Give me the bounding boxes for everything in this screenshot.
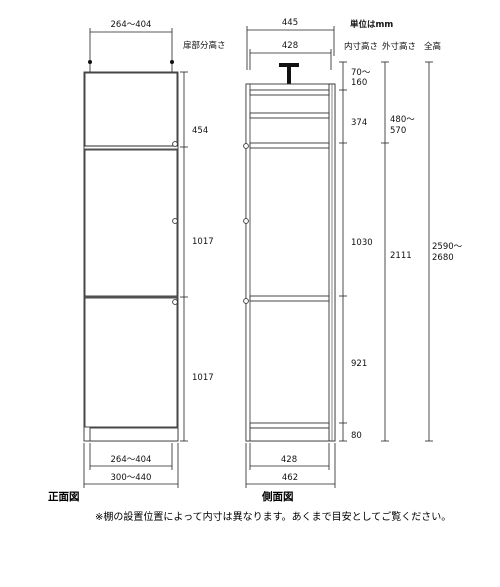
side-shelf-3	[249, 142, 330, 149]
outer-height-2: 2111	[390, 251, 412, 261]
side-top-outer-label: 445	[282, 18, 298, 28]
side-hinge-2	[243, 218, 249, 224]
front-bottom-inner-label: 264～404	[111, 455, 152, 465]
side-hinge-3	[243, 298, 249, 304]
front-door2-height: 1017	[192, 237, 214, 247]
side-view-title: 側面図	[261, 490, 294, 503]
side-cabinet-body	[245, 83, 336, 442]
inner-height-header: 内寸高さ	[344, 41, 378, 52]
front-hinge-2	[172, 218, 178, 224]
side-shelf-1	[249, 89, 330, 96]
inner-height-2: 374	[351, 118, 367, 128]
side-shelf-5	[249, 422, 330, 429]
side-view: 445 428 単位はmm 内寸高さ 外寸高さ 全高	[243, 18, 463, 503]
side-front-edge	[245, 83, 251, 442]
side-shelf-4	[249, 295, 330, 302]
side-pole-shaft	[287, 63, 291, 85]
inner-height-4: 921	[351, 359, 367, 369]
side-top-inner-label: 428	[282, 41, 298, 51]
front-door3-height: 1017	[192, 373, 214, 383]
front-base-plinth	[89, 427, 179, 442]
inner-height-1b: 160	[351, 78, 367, 88]
total-height-b: 2680	[432, 253, 454, 263]
front-view-title: 正面図	[48, 491, 80, 503]
inner-height-5: 80	[351, 431, 362, 441]
front-door-middle	[84, 149, 178, 297]
front-top-width-label: 264～404	[111, 20, 152, 30]
total-height-a: 2590～	[432, 242, 463, 252]
side-hinge-1	[243, 143, 249, 149]
outer-height-1b: 570	[390, 126, 406, 136]
side-bottom-outer-label: 462	[282, 473, 298, 483]
front-pole-right-cap	[170, 60, 174, 64]
front-hinge-1	[172, 141, 178, 147]
unit-label: 単位はmm	[350, 19, 393, 30]
side-shelf-2	[249, 112, 330, 119]
front-door-split-label: 扉部分高さ	[183, 40, 226, 51]
front-door-bottom	[84, 297, 178, 428]
front-view: 264～404 扉部分高さ 454 1017 1017	[48, 20, 226, 503]
front-bottom-outer-label: 300～440	[111, 473, 152, 483]
footnote: ※棚の設置位置によって内寸は異なります。あくまで目安としてご覧ください。	[95, 510, 451, 523]
side-base	[249, 427, 330, 442]
side-bottom-inner-label: 428	[281, 455, 297, 465]
front-pole-left-cap	[88, 60, 92, 64]
front-door1-height: 454	[192, 126, 208, 136]
inner-height-3: 1030	[351, 238, 373, 248]
total-height-header: 全高	[424, 41, 441, 52]
front-hinge-3	[172, 299, 178, 305]
outer-height-header: 外寸高さ	[382, 41, 416, 52]
inner-height-1a: 70～	[351, 68, 371, 78]
outer-height-1a: 480～	[390, 115, 415, 125]
front-door-top	[84, 72, 178, 147]
